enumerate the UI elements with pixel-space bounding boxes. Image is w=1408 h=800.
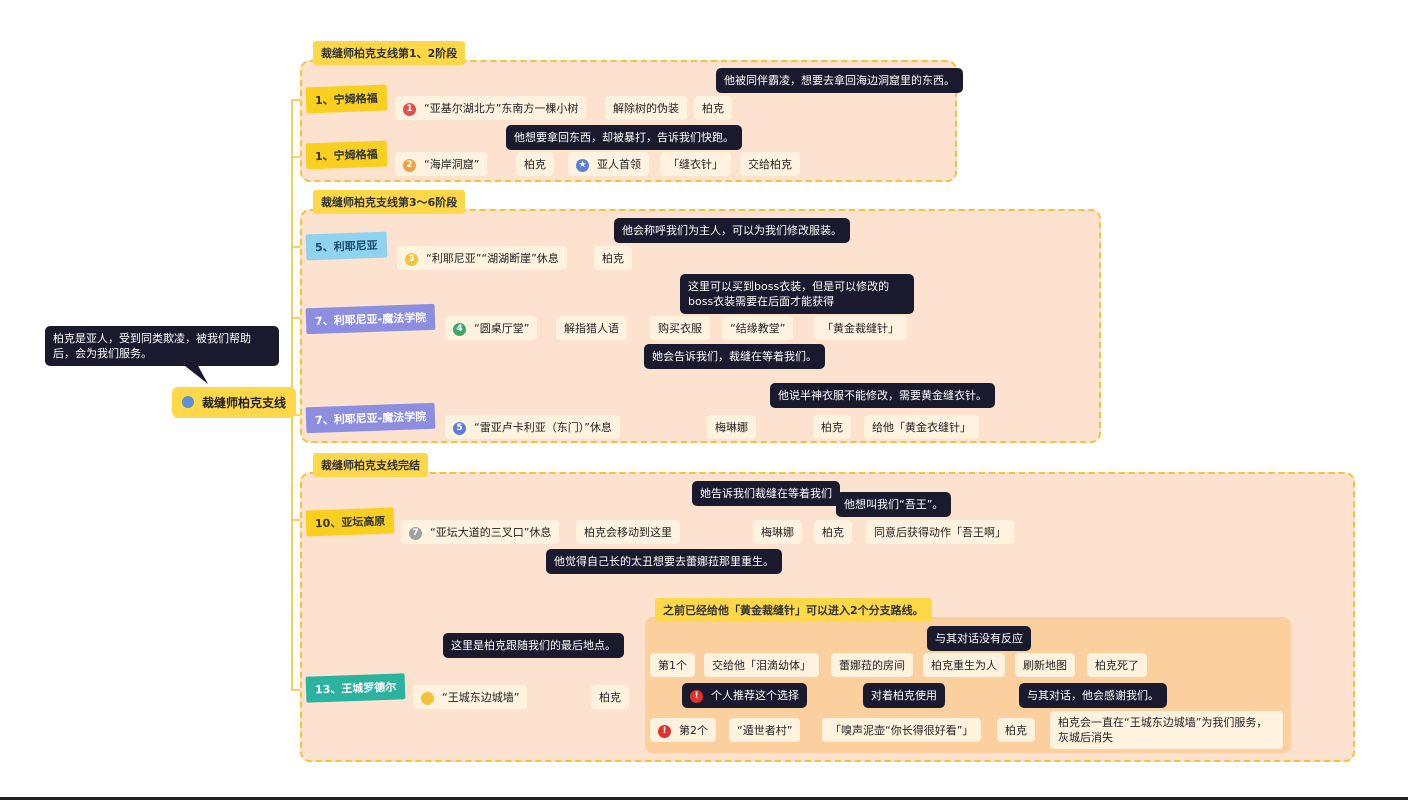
user-icon xyxy=(182,396,194,408)
node-5-1[interactable]: 5“雷亚卢卡利亚（东门）”休息 xyxy=(445,415,620,439)
tip-3: 他会称呼我们为主人，可以为我们修改服装。 xyxy=(614,218,850,243)
tip-path1: 与其对话没有反应 xyxy=(927,626,1031,651)
number-7-icon: 7 xyxy=(409,526,422,540)
tip-13b: 他觉得自己长的太丑想要去蕾娜菈那里重生。 xyxy=(546,549,782,574)
location-badge-7: 10、亚坛高原 xyxy=(305,507,395,537)
node-3-2[interactable]: 柏克 xyxy=(594,246,632,270)
node-7-1[interactable]: 7“亚坛大道的三叉口”休息 xyxy=(401,520,560,544)
number-1-icon: 1 xyxy=(403,102,416,116)
node-1-2[interactable]: 解除树的伪装 xyxy=(605,96,687,120)
location-badge-3: 5、利耶尼亚 xyxy=(305,231,388,261)
path2-node-3[interactable]: 「嗅声泥壶“你长得很好看”」 xyxy=(822,718,982,742)
section-title-stage-3-6: 裁缝师柏克支线第3～6阶段 xyxy=(313,190,466,214)
path2-node-1[interactable]: !第2个 xyxy=(650,718,716,742)
path2-node-4[interactable]: 柏克 xyxy=(997,718,1035,742)
alert-icon: ! xyxy=(690,689,703,703)
root-node[interactable]: 裁缝师柏克支线 xyxy=(172,387,297,418)
tip-path2c: 与其对话，他会感谢我们。 xyxy=(1019,683,1167,708)
node-3-1[interactable]: 3“利耶尼亚”“湖湖断崖”休息 xyxy=(397,246,567,270)
number-2-icon: 2 xyxy=(403,158,416,172)
node-4-1[interactable]: 4“圆桌厅堂” xyxy=(445,316,538,340)
tip-7a: 她告诉我们裁缝在等着我们 xyxy=(692,481,840,506)
node-5-3[interactable]: 柏克 xyxy=(813,415,851,439)
tip-path2b: 对着柏克使用 xyxy=(863,683,945,708)
path2-node-2[interactable]: “遁世者村” xyxy=(729,718,801,742)
tip-5b: 他说半神衣服不能修改，需要黄金缝衣针。 xyxy=(770,383,995,408)
node-1-1[interactable]: 1“亚基尔湖北方”东南方一棵小树 xyxy=(395,96,587,120)
tip-5a: 她会告诉我们，裁缝在等着我们。 xyxy=(644,344,825,369)
tip-7b: 他想叫我们“吾王”。 xyxy=(836,492,952,517)
node-5-4[interactable]: 给他「黄金衣缝针」 xyxy=(864,415,979,439)
node-7-2[interactable]: 柏克会移动到这里 xyxy=(576,520,680,544)
path1-node-6[interactable]: 柏克死了 xyxy=(1087,653,1147,677)
path1-node-3[interactable]: 蕾娜菈的房间 xyxy=(831,653,913,677)
location-badge-2: 1、宁姆格福 xyxy=(305,140,388,170)
location-badge-1: 1、宁姆格福 xyxy=(305,84,388,114)
node-5-2[interactable]: 梅琳娜 xyxy=(707,415,756,439)
star-icon: ★ xyxy=(576,158,589,172)
location-badge-4: 7、利耶尼亚-魔法学院 xyxy=(305,303,436,335)
path1-node-5[interactable]: 刷新地图 xyxy=(1015,653,1075,677)
location-badge-13: 13、王城罗德尔 xyxy=(305,673,406,703)
path1-node-1[interactable]: 第1个 xyxy=(650,653,695,677)
tip-4: 这里可以买到boss衣装，但是可以修改的boss衣装需要在后面才能获得 xyxy=(680,274,914,314)
node-4-5[interactable]: 「黄金裁缝针」 xyxy=(814,316,907,340)
number-3-icon: 3 xyxy=(405,252,418,266)
node-13-2[interactable]: 柏克 xyxy=(591,685,629,709)
root-note-callout: 柏克是亚人，受到同类欺凌，被我们帮助后，会为我们服务。 xyxy=(45,326,279,366)
tip-2: 他想要拿回东西，却被暴打，告诉我们快跑。 xyxy=(506,125,742,150)
node-2-5[interactable]: 交给柏克 xyxy=(740,152,800,176)
node-13-1[interactable]: “王城东边城墙” xyxy=(413,685,528,709)
node-7-3[interactable]: 梅琳娜 xyxy=(753,520,802,544)
number-5-icon: 5 xyxy=(453,421,466,435)
alert-icon: ! xyxy=(658,724,671,738)
node-2-1[interactable]: 2“海岸洞窟” xyxy=(395,152,488,176)
node-2-2[interactable]: 柏克 xyxy=(516,152,554,176)
number-4-icon: 4 xyxy=(453,322,466,336)
tip-1: 他被同伴霸凌，想要去拿回海边洞窟里的东西。 xyxy=(716,68,963,93)
node-4-2[interactable]: 解指猎人语 xyxy=(556,316,627,340)
path2-node-5[interactable]: 柏克会一直在“王城东边城墙”为我们服务，灰城后消失 xyxy=(1050,711,1283,749)
node-4-4[interactable]: “结缘教堂” xyxy=(722,316,794,340)
node-1-3[interactable]: 柏克 xyxy=(694,96,732,120)
node-7-5[interactable]: 同意后获得动作「吾王啊」 xyxy=(866,520,1014,544)
node-2-3[interactable]: ★亚人首领 xyxy=(568,152,649,176)
branch-subsection-title: 之前已经给他「黄金裁缝针」可以进入2个分支路线。 xyxy=(655,598,932,622)
path1-node-4[interactable]: 柏克重生为人 xyxy=(923,653,1005,677)
section-title-ending: 裁缝师柏克支线完结 xyxy=(313,453,428,477)
bottom-border xyxy=(0,797,1408,800)
tip-13a: 这里是柏克跟随我们的最后地点。 xyxy=(443,633,624,658)
path1-node-2[interactable]: 交给他「泪滴幼体」 xyxy=(704,653,819,677)
location-badge-5: 7、利耶尼亚-魔法学院 xyxy=(305,402,436,434)
node-7-4[interactable]: 柏克 xyxy=(814,520,852,544)
tip-path2a: !个人推荐这个选择 xyxy=(682,683,807,708)
section-title-stage-1-2: 裁缝师柏克支线第1、2阶段 xyxy=(313,41,466,65)
circle-icon xyxy=(421,691,434,705)
node-4-3[interactable]: 购买衣服 xyxy=(650,316,710,340)
node-2-4[interactable]: 「缝衣针」 xyxy=(660,152,731,176)
